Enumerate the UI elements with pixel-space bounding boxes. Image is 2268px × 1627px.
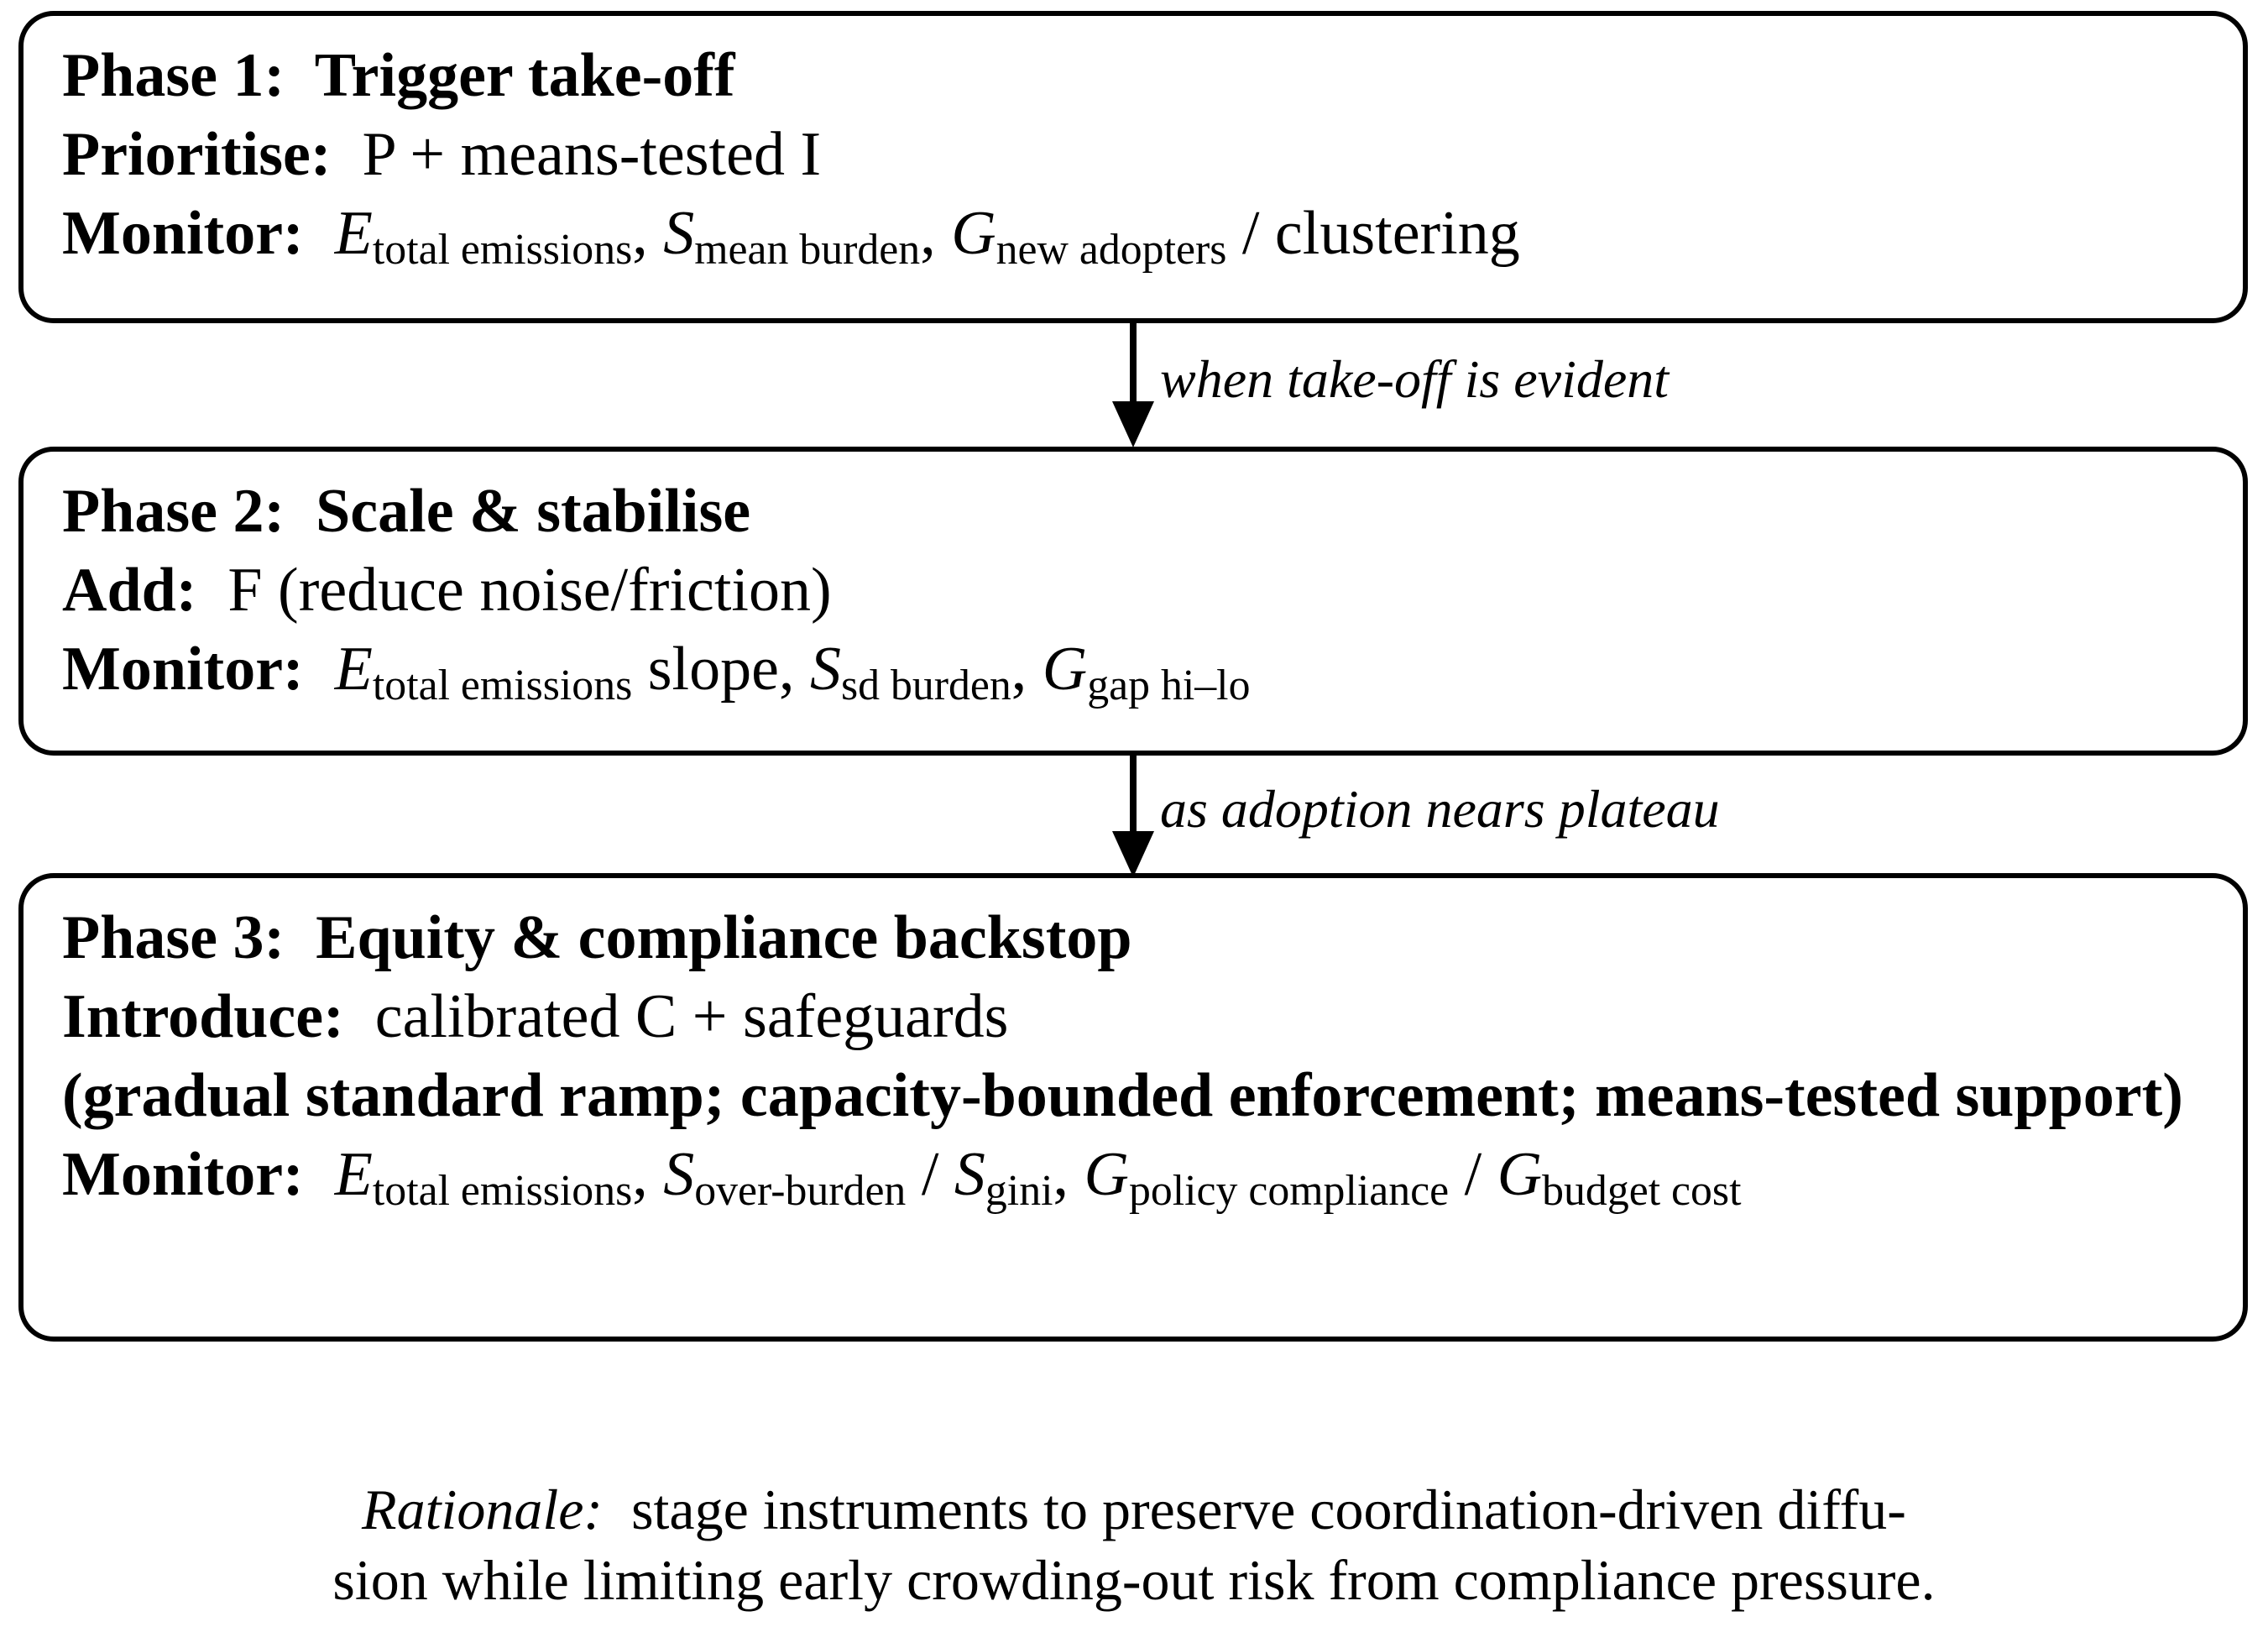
rationale-line-1-text: stage instruments to preserve coordinati… bbox=[603, 1478, 1906, 1541]
math-subscript: total emissions bbox=[372, 226, 633, 275]
math-subscript: over-burden bbox=[694, 1167, 907, 1216]
math-variable: S bbox=[663, 199, 695, 268]
rationale-line-1: Rationale: stage instruments to preserve… bbox=[0, 1474, 2268, 1545]
arrow-1-down-head-icon bbox=[1112, 401, 1154, 447]
bold-text-segment: Monitor: bbox=[62, 635, 304, 704]
math-variable: G bbox=[1497, 1140, 1543, 1209]
text-segment: calibrated C + safeguards bbox=[343, 982, 1009, 1051]
bold-text-segment: Add: bbox=[62, 556, 197, 625]
text-segment: , bbox=[632, 1140, 664, 1209]
math-subscript: total emissions bbox=[372, 662, 633, 710]
math-variable: E bbox=[334, 199, 373, 268]
rationale-label: Rationale: bbox=[362, 1478, 604, 1541]
phase-2-monitor-line: Monitor: Etotal emissions slope, Ssd bur… bbox=[62, 630, 2204, 709]
math-subscript: budget cost bbox=[1542, 1167, 1742, 1216]
bold-text-segment: Introduce: bbox=[62, 982, 344, 1051]
arrow-1-label: when take-off is evident bbox=[1160, 349, 1670, 409]
math-subscript: policy compliance bbox=[1128, 1167, 1450, 1216]
rationale-caption: Rationale: stage instruments to preserve… bbox=[0, 1474, 2268, 1615]
math-variable: S bbox=[954, 1140, 985, 1209]
math-subscript: new adopters bbox=[996, 226, 1227, 275]
arrow-2-label: as adoption nears plateau bbox=[1160, 779, 1720, 839]
math-subscript: gap hi–lo bbox=[1087, 662, 1251, 710]
bold-text-segment: Phase 3: Equity & compliance backstop bbox=[62, 903, 1132, 972]
text-segment: F (reduce noise/friction) bbox=[196, 556, 832, 625]
bold-text-segment: Phase 1: Trigger take-off bbox=[62, 41, 735, 110]
bold-text-segment: (gradual standard ramp; capacity-bounded… bbox=[62, 1061, 2183, 1130]
text-segment: P + means-tested I bbox=[331, 120, 822, 189]
math-variable: G bbox=[951, 199, 996, 268]
text-segment: / clustering bbox=[1226, 199, 1520, 268]
math-variable: E bbox=[334, 635, 373, 704]
bold-text-segment: Monitor: bbox=[62, 199, 304, 268]
text-segment: , bbox=[920, 199, 952, 268]
phase-2-add-line: Add: F (reduce noise/friction) bbox=[62, 551, 2204, 630]
text-segment: / bbox=[906, 1140, 954, 1209]
math-subscript: total emissions bbox=[372, 1167, 633, 1216]
math-variable: G bbox=[1042, 635, 1088, 704]
bold-text-segment: Monitor: bbox=[62, 1140, 304, 1209]
bold-text-segment: Prioritise: bbox=[62, 120, 332, 189]
text-segment bbox=[304, 635, 335, 704]
math-variable: S bbox=[809, 635, 841, 704]
text-segment: / bbox=[1449, 1140, 1497, 1209]
math-subscript: mean burden bbox=[694, 226, 921, 275]
math-variable: G bbox=[1084, 1140, 1129, 1209]
phase-3-title: Phase 3: Equity & compliance backstop bbox=[62, 898, 2204, 977]
phase-2-box: Phase 2: Scale & stabilise Add: F (reduc… bbox=[18, 447, 2248, 756]
text-segment: , bbox=[632, 199, 664, 268]
phase-1-box: Phase 1: Trigger take-off Prioritise: P … bbox=[18, 11, 2248, 323]
text-segment: slope, bbox=[632, 635, 810, 704]
math-subscript: sd burden bbox=[840, 662, 1011, 710]
rationale-line-2: sion while limiting early crowding-out r… bbox=[332, 1548, 1936, 1612]
math-subscript: gini bbox=[985, 1167, 1053, 1216]
text-segment: , bbox=[1011, 635, 1043, 704]
bold-text-segment: Phase 2: Scale & stabilise bbox=[62, 477, 751, 546]
phase-3-monitor-line: Monitor: Etotal emissions, Sover-burden … bbox=[62, 1135, 2204, 1214]
math-variable: S bbox=[663, 1140, 695, 1209]
phase-3-safeguards-line: (gradual standard ramp; capacity-bounded… bbox=[62, 1056, 2204, 1135]
text-segment: , bbox=[1053, 1140, 1084, 1209]
text-segment bbox=[304, 1140, 335, 1209]
arrow-2-stem bbox=[1130, 754, 1137, 834]
math-variable: E bbox=[334, 1140, 373, 1209]
arrow-1-stem bbox=[1130, 323, 1137, 404]
phase-1-prioritise-line: Prioritise: P + means-tested I bbox=[62, 115, 2204, 194]
phase-2-title: Phase 2: Scale & stabilise bbox=[62, 472, 2204, 551]
phase-1-title: Phase 1: Trigger take-off bbox=[62, 36, 2204, 115]
text-segment bbox=[304, 199, 335, 268]
phase-1-monitor-line: Monitor: Etotal emissions, Smean burden,… bbox=[62, 194, 2204, 273]
phase-3-box: Phase 3: Equity & compliance backstop In… bbox=[18, 873, 2248, 1342]
arrow-2-down-head-icon bbox=[1112, 831, 1154, 877]
phase-3-introduce-line: Introduce: calibrated C + safeguards bbox=[62, 977, 2204, 1056]
